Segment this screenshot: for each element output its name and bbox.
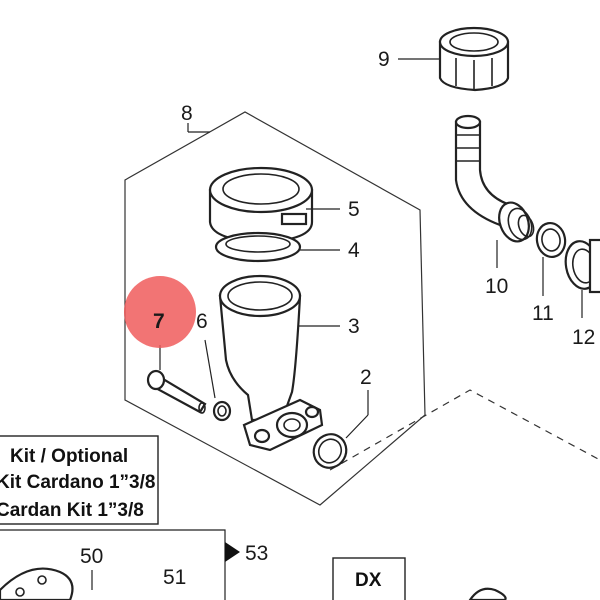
kit-line-2: Kit Cardano 1”3/8 xyxy=(0,472,155,493)
kit-line-3: Cardan Kit 1”3/8 xyxy=(0,500,144,521)
callout-51[interactable]: 51 xyxy=(163,566,186,589)
part-3-reservoir xyxy=(218,274,302,422)
arrow-53 xyxy=(225,542,240,562)
dx-label: DX xyxy=(355,570,382,591)
callout-53[interactable]: 53 xyxy=(245,542,268,565)
callout-5[interactable]: 5 xyxy=(348,198,360,221)
assembly-8-frame xyxy=(124,111,426,506)
kit-bracket xyxy=(0,529,226,600)
highlight-marker-7[interactable] xyxy=(124,276,196,348)
part-2-oring xyxy=(312,433,348,469)
callout-2[interactable]: 2 xyxy=(360,366,372,389)
callout-11[interactable]: 11 xyxy=(532,302,554,325)
part-base-block xyxy=(242,398,324,452)
callout-7[interactable]: 7 xyxy=(153,310,165,333)
leader-6 xyxy=(204,339,216,399)
part-12-fitting xyxy=(564,238,600,294)
part-5-cap xyxy=(208,166,314,244)
part-7-bolt xyxy=(146,369,207,414)
part-9-nut xyxy=(438,26,510,92)
part-6-washer xyxy=(212,400,232,422)
part-11-oring xyxy=(535,221,567,259)
callout-9[interactable]: 9 xyxy=(378,48,390,71)
kit-line-1: Kit / Optional xyxy=(10,446,128,467)
callout-6[interactable]: 6 xyxy=(196,310,208,333)
callout-10[interactable]: 10 xyxy=(485,275,508,298)
part-10-elbow-hose xyxy=(454,114,535,243)
callout-50[interactable]: 50 xyxy=(80,545,103,568)
part-50-flange xyxy=(0,567,74,600)
dx-box xyxy=(332,557,406,600)
callout-3[interactable]: 3 xyxy=(348,315,360,338)
part-4-ring xyxy=(214,231,302,263)
leader-2-hook xyxy=(345,414,369,439)
callout-4[interactable]: 4 xyxy=(348,239,360,262)
callout-8[interactable]: 8 xyxy=(181,102,193,125)
kit-optional-box xyxy=(0,435,159,525)
projection-dashed-line xyxy=(329,389,600,471)
part-partial-bottom-right xyxy=(468,587,507,600)
callout-12[interactable]: 12 xyxy=(572,326,595,349)
